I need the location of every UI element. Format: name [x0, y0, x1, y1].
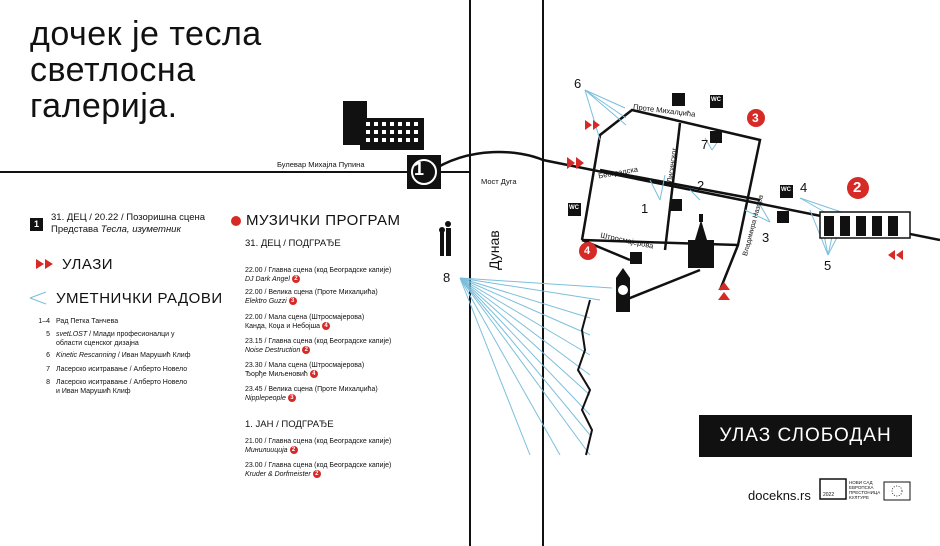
- marker-4: 4: [800, 180, 808, 195]
- venue-line-2-title: Тесла, изуметник: [100, 224, 181, 235]
- clock-tower-icon: [616, 268, 630, 312]
- bridge-label: Мост Дуга: [481, 177, 517, 186]
- venue-line-1: 31. ДЕЦ / 20.22 / Позоришна сцена: [51, 212, 206, 223]
- music-item: 22.00 / Главна сцена (код Београдске кап…: [245, 267, 392, 284]
- music-day-1: 31. ДЕЦ / ПОДГРАЂЕ: [245, 238, 341, 249]
- laser-rays-6: [584, 89, 627, 141]
- stage-1-marker: [407, 155, 441, 189]
- website-link[interactable]: docekns.rs: [748, 488, 811, 503]
- marker-8: 8: [443, 270, 451, 285]
- stage-2-circle: [847, 177, 869, 199]
- ecoc-logo: [819, 478, 911, 501]
- marker-6: 6: [574, 76, 582, 91]
- church-icon: [688, 214, 714, 268]
- marker-1: 1: [641, 201, 649, 216]
- music-item: 21.00 / Главна сцена (код Београдске кап…: [245, 438, 392, 455]
- bridge-road: [429, 150, 940, 242]
- wc-label: WC: [711, 97, 721, 103]
- venue-legend: 1 31. ДЕЦ / 20.22 / Позоришна сцена Пред…: [30, 212, 205, 236]
- music-item: 23.30 / Мала сцена (Штросмајерова)Ђорђе …: [245, 362, 365, 379]
- building-icon: [343, 101, 424, 150]
- music-item: 22.00 / Велика сцена (Проте Михалџића)El…: [245, 289, 378, 306]
- page-title: дочек је тесла светлосна галерија.: [30, 16, 262, 124]
- marker-2: 2: [697, 178, 705, 193]
- marker-5: 5: [824, 258, 832, 273]
- free-entry-banner: УЛАЗ СЛОБОДАН: [699, 415, 912, 457]
- music-item: 23.45 / Велика сцена (Проте Михалџића)Ni…: [245, 386, 378, 403]
- venue-line-2-prefix: Представа: [51, 224, 101, 235]
- entrances-legend: УЛАЗИ: [62, 256, 114, 273]
- stage-3-circle: [747, 109, 765, 127]
- ecoc-text: НОВИ САД ЕВРОПСКА ПРЕСТОНИЦА КУЛТУРЕ: [849, 480, 881, 500]
- artworks-legend: УМЕТНИЧКИ РАДОВИ: [56, 290, 223, 307]
- wc-label: WC: [781, 187, 791, 193]
- stage-4-label: 4: [584, 245, 591, 257]
- venue-badge: 1: [30, 217, 43, 231]
- statue-icon: [439, 221, 451, 256]
- music-legend: МУЗИЧКИ ПРОГРАМ: [246, 212, 401, 229]
- stage-2-label: 2: [853, 179, 862, 196]
- music-day-2: 1. ЈАН / ПОДГРАЂЕ: [245, 419, 334, 430]
- music-item: 23.00 / Главна сцена (код Београдске кап…: [245, 462, 392, 479]
- marker-7: 7: [701, 137, 709, 152]
- music-item: 22.00 / Мала сцена (Штросмајерова)Канда,…: [245, 314, 365, 331]
- wc-markers: [568, 93, 793, 264]
- stage-3-label: 3: [752, 111, 759, 125]
- music-item: 23.15 / Главна сцена (код Београдске кап…: [245, 338, 392, 355]
- fortress-road: [624, 268, 701, 302]
- title-line-2: светлосна: [30, 51, 196, 89]
- laser-rays-small: [649, 137, 771, 223]
- boulevard-label: Булевар Михајла Пупина: [277, 160, 365, 169]
- title-line-1: дочек је тесла: [30, 15, 262, 53]
- wc-label: WC: [569, 205, 579, 211]
- stage-4-circle: [579, 242, 597, 260]
- title-line-3: галерија.: [30, 87, 178, 125]
- laser-rays-8: [459, 277, 613, 456]
- river-label: Дунав: [486, 230, 502, 270]
- music-legend-dot: [231, 216, 241, 226]
- marker-1-stage: 1: [414, 159, 425, 179]
- entrance-arrows: [36, 120, 903, 300]
- belgrade-gate-icon: [819, 211, 911, 239]
- artwork-legend-icon: [29, 291, 47, 305]
- river-bank: [576, 299, 594, 456]
- ecoc-year: 2022: [823, 492, 835, 498]
- marker-3: 3: [762, 230, 770, 245]
